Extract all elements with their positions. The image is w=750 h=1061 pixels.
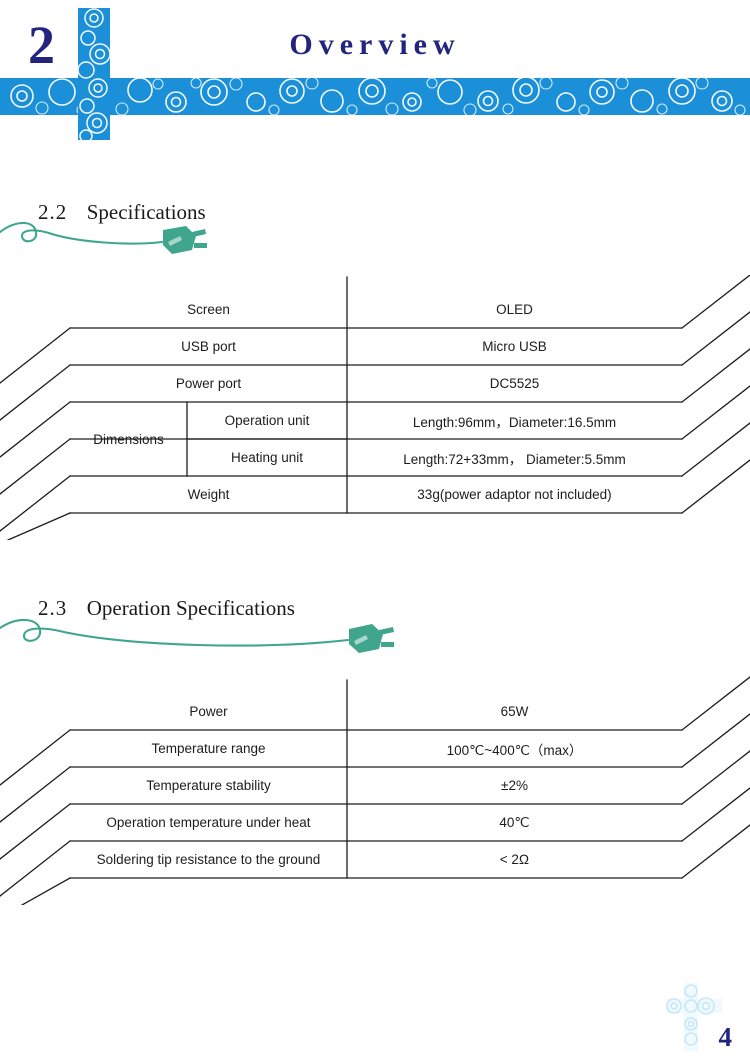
gear-pattern-band <box>0 78 750 115</box>
operation-row-label: Temperature range <box>151 741 266 756</box>
spec-row-label-dimensions: Dimensions <box>93 431 164 447</box>
section-number: 2.3 <box>38 596 68 620</box>
section-title: Operation Specifications <box>86 596 295 620</box>
footer-gear-decoration <box>666 983 722 1051</box>
gear-pattern-vertical-bar <box>78 8 110 140</box>
section-title: Specifications <box>86 200 206 224</box>
specifications-table-lines <box>0 275 750 540</box>
spec-row-value: Length:72+33mm， Diameter:5.5mm <box>403 451 626 467</box>
operation-row-label: Power <box>189 704 228 719</box>
spec-row-value: 33g(power adaptor not included) <box>417 487 612 502</box>
gear-band-svg <box>0 78 750 115</box>
operation-row-value: ±2% <box>501 778 528 793</box>
page-header: 2 Overview <box>0 0 750 150</box>
spec-row-value: OLED <box>496 302 533 317</box>
spec-row-label: Power port <box>175 376 242 391</box>
spec-row-value: DC5525 <box>489 376 540 391</box>
specifications-table: Screen OLED USB port Micro USB Power por… <box>0 275 750 540</box>
operation-specifications-table-lines <box>0 676 750 905</box>
operation-row-label: Operation temperature under heat <box>106 815 311 830</box>
power-plug-icon-2-3 <box>0 618 394 653</box>
gear-vbar-svg <box>78 8 110 140</box>
section-heading-2-2: 2.2 Specifications <box>38 200 206 225</box>
power-plug-icon-2-2 <box>0 221 207 254</box>
operation-row-value: 40℃ <box>499 814 530 830</box>
spec-row-value: Length:96mm，Diameter:16.5mm <box>412 414 617 430</box>
chapter-number: 2 <box>28 15 55 75</box>
operation-row-label: Temperature stability <box>146 778 271 793</box>
section-number: 2.2 <box>38 200 68 224</box>
page-title: Overview <box>289 28 461 61</box>
operation-row-value: 100℃~400℃（max） <box>446 742 583 758</box>
operation-row-value: 65W <box>500 704 529 719</box>
spec-row-label: Screen <box>187 302 230 317</box>
operation-specifications-table: Power 65W Temperature range 100℃~400℃（ma… <box>0 675 750 905</box>
operation-row-value: < 2Ω <box>499 852 530 867</box>
spec-row-value: Micro USB <box>482 339 547 354</box>
spec-row-sublabel: Operation unit <box>224 413 310 428</box>
spec-row-sublabel: Heating unit <box>230 450 304 465</box>
page-number: 4 <box>718 1022 733 1052</box>
operation-row-label: Soldering tip resistance to the ground <box>96 852 321 867</box>
spec-row-label: USB port <box>181 339 236 354</box>
spec-row-label: Weight <box>187 487 230 502</box>
section-heading-2-3: 2.3 Operation Specifications <box>38 596 295 621</box>
